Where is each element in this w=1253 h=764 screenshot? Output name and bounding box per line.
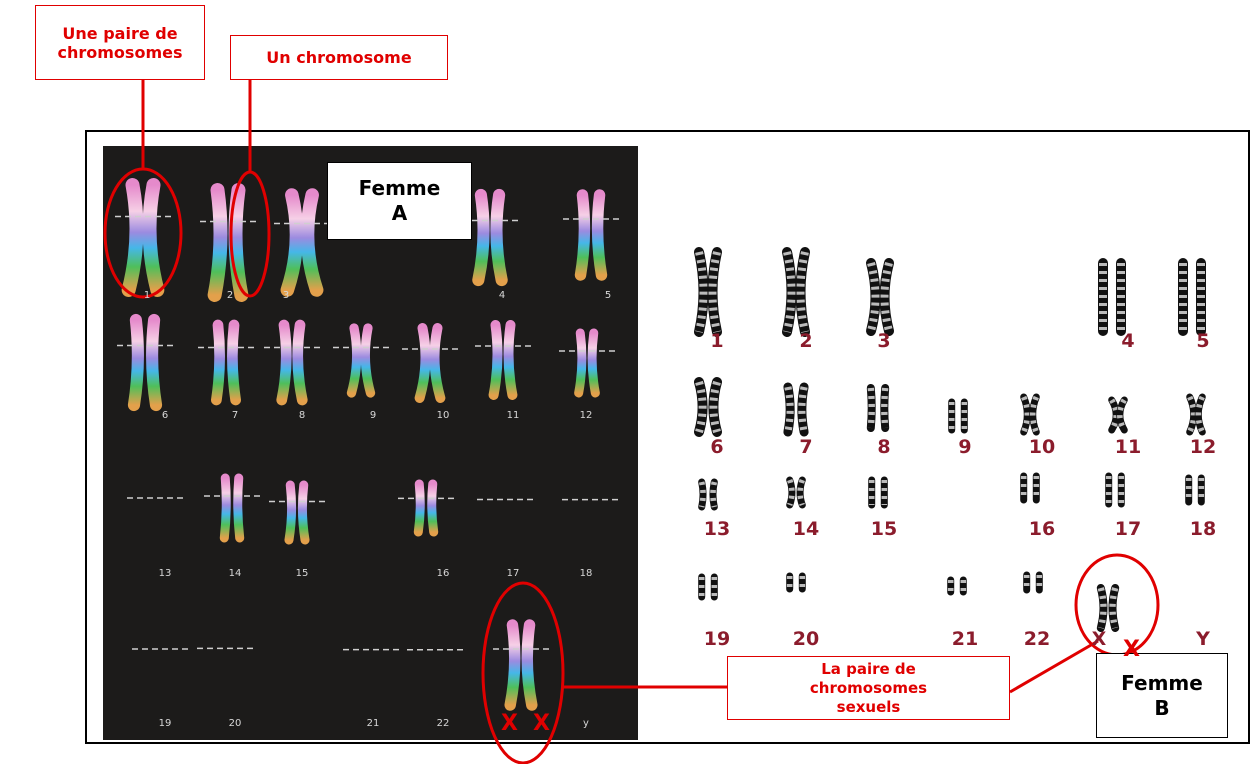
chromosome-a-16 (418, 484, 420, 532)
chromosome-a-9 (351, 328, 356, 393)
chromosome-b-14 (800, 480, 802, 505)
chromosome-a-6 (152, 320, 156, 405)
chromosome-a-3 (308, 195, 317, 290)
chromosome-a-4 (478, 195, 483, 280)
karyotype-a-number-7: 7 (223, 410, 247, 421)
chromosome-a-15 (302, 485, 305, 540)
chromosome-b-7 (788, 387, 790, 432)
karyotype-b-number-8: 8 (864, 436, 904, 458)
karyotype-b-number-19: 19 (697, 628, 737, 650)
karyotype-a-number-4: 4 (490, 290, 514, 301)
karyotype-b-number-7: 7 (786, 436, 826, 458)
woman-b-label: Femme B (1096, 653, 1228, 738)
chromosome-a-8 (282, 325, 287, 400)
single-chromosome-label: Un chromosome (230, 35, 448, 80)
chromosome-a-5 (598, 195, 602, 275)
karyotype-b-number-11: 11 (1108, 436, 1148, 458)
karyotype-b-number-15: 15 (864, 518, 904, 540)
chromosome-a-23 (510, 625, 515, 705)
chromosome-a-15 (289, 485, 292, 540)
karyotype-a-number-y: y (574, 718, 598, 729)
chromosome-a-9 (365, 328, 370, 393)
karyotype-a-number-11: 11 (501, 410, 525, 421)
chromosome-a-12 (579, 333, 582, 393)
karyotype-b-number-21: 21 (945, 628, 985, 650)
karyotype-b-number-17: 17 (1108, 518, 1148, 540)
karyotype-a-number-18: 18 (574, 568, 598, 579)
karyotype-a-number-15: 15 (290, 568, 314, 579)
chromosome-a-14 (238, 478, 240, 538)
woman-a-label: Femme A (327, 162, 472, 240)
chromosome-a-16 (432, 484, 434, 532)
karyotype-b-number-22: 22 (1017, 628, 1057, 650)
karyotype-a-number-9: 9 (361, 410, 385, 421)
karyotype-b-number-2: 2 (786, 330, 826, 352)
chromosome-a-3 (287, 195, 296, 290)
karyotype-a-number-8: 8 (290, 410, 314, 421)
chromosome-a-12 (592, 333, 595, 393)
karyotype-a-number-22: 22 (431, 718, 455, 729)
chromosome-a-7 (216, 325, 219, 400)
chromosome-a-1 (129, 185, 137, 290)
chromosome-a-8 (298, 325, 303, 400)
karyotype-b-number-9: 9 (945, 436, 985, 458)
chromosome-a-11 (509, 325, 513, 395)
karyotype-b-number-13: 13 (697, 518, 737, 540)
karyotype-b-number-y: Y (1183, 628, 1223, 650)
karyotype-b-number-5: 5 (1183, 330, 1223, 352)
chromosome-band (885, 263, 890, 331)
chromosome-a-14 (224, 478, 226, 538)
karyotype-a-number-13: 13 (153, 568, 177, 579)
chromosome-b-14 (790, 480, 792, 505)
karyotype-a-number-21: 21 (361, 718, 385, 729)
karyotype-b-number-16: 16 (1022, 518, 1062, 540)
karyotype-a-number-12: 12 (574, 410, 598, 421)
chromosome-a-4 (496, 195, 501, 280)
chromosome-b-13 (702, 482, 703, 507)
chromosome-a-6 (134, 320, 138, 405)
chromosome-a-1 (150, 185, 158, 290)
karyotype-b-number-6: 6 (697, 436, 737, 458)
karyotype-b-number-3: 3 (864, 330, 904, 352)
chromosome-a-10 (420, 328, 426, 398)
sex-mark-x-1: X (501, 711, 518, 736)
karyotype-a-number-20: 20 (223, 718, 247, 729)
chromosome-a-7 (232, 325, 235, 400)
chromosome-a-11 (494, 325, 498, 395)
karyotype-a-number-2: 2 (218, 290, 242, 301)
karyotype-b-number-14: 14 (786, 518, 826, 540)
karyotype-b-number-x: X (1084, 628, 1114, 650)
karyotype-a-number-6: 6 (153, 410, 177, 421)
chromosome-b-7 (802, 387, 804, 432)
sex-pair-label: La paire de chromosomes sexuels (727, 656, 1010, 720)
karyotype-a-number-5: 5 (596, 290, 620, 301)
karyotype-a-number-10: 10 (431, 410, 455, 421)
chromosome-a-23 (527, 625, 532, 705)
chromosome-a-10 (435, 328, 441, 398)
karyotype-a-number-3: 3 (274, 290, 298, 301)
karyotype-b-number-20: 20 (786, 628, 826, 650)
karyotype-a-number-14: 14 (223, 568, 247, 579)
karyotype-b-number-4: 4 (1108, 330, 1148, 352)
pair-label: Une paire de chromosomes (35, 5, 205, 80)
karyotype-b-number-1: 1 (697, 330, 737, 352)
karyotype-b-number-10: 10 (1022, 436, 1062, 458)
karyotype-a-number-1: 1 (135, 290, 159, 301)
chromosome-a-2 (215, 190, 221, 295)
karyotype-a-number-19: 19 (153, 718, 177, 729)
karyotype-b-number-18: 18 (1183, 518, 1223, 540)
chromosome-a-5 (581, 195, 585, 275)
karyotype-a-number-17: 17 (501, 568, 525, 579)
karyotype-b-number-12: 12 (1183, 436, 1223, 458)
karyotype-a-number-16: 16 (431, 568, 455, 579)
chromosome-band (871, 263, 876, 331)
sex-mark-x-2: X (533, 711, 550, 736)
sex-mark-x-b: X (1123, 637, 1140, 662)
chromosome-b-13 (713, 482, 714, 507)
